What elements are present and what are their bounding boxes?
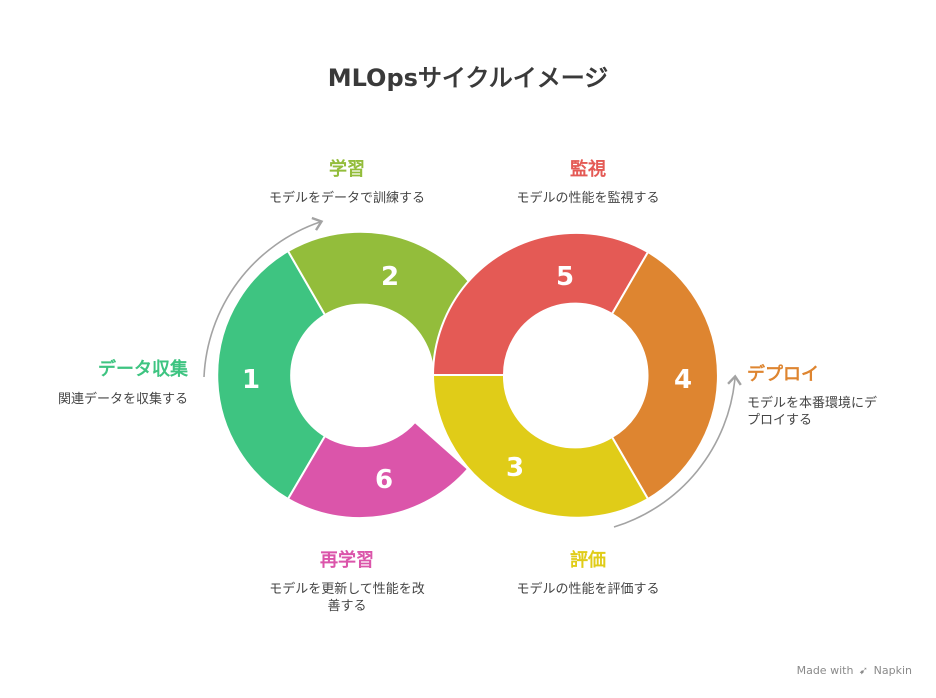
napkin-credit[interactable]: Made with ➹ Napkin	[797, 664, 912, 677]
step-number-5: 5	[556, 262, 574, 292]
made-with-text: Made with	[796, 664, 854, 677]
step-number-1: 1	[242, 365, 260, 395]
step-number-4: 4	[674, 365, 692, 395]
segment-3	[431, 374, 650, 519]
step-desc-data-collection: 関連データを収集する	[57, 392, 188, 407]
step-label-training: 学習	[329, 159, 365, 180]
step-desc-deploy-line2: プロイする	[747, 413, 813, 428]
flow-arrow-right-icon	[613, 374, 742, 528]
step-desc-monitoring: モデルの性能を監視する	[516, 191, 660, 206]
segment-4	[610, 250, 719, 501]
step-label-evaluation: 評価	[570, 550, 606, 571]
step-desc-training: モデルをデータで訓練する	[268, 191, 425, 206]
step-number-6: 6	[375, 465, 393, 495]
step-number-3: 3	[506, 453, 524, 483]
segment-6	[286, 420, 470, 520]
segment-1	[216, 249, 327, 501]
step-number-2: 2	[381, 262, 399, 292]
segment-5	[431, 231, 650, 376]
napkin-brand-text: Napkin	[873, 664, 912, 677]
diagram-title: MLOpsサイクルイメージ	[327, 64, 609, 92]
step-label-deploy: デプロイ	[747, 364, 819, 385]
napkin-logo-icon: ➹	[858, 664, 869, 677]
step-label-monitoring: 監視	[570, 159, 606, 180]
step-label-retraining: 再学習	[320, 550, 374, 571]
step-desc-retraining-line2: 善する	[327, 599, 367, 614]
step-desc-evaluation: モデルの性能を評価する	[516, 582, 660, 597]
step-desc-deploy-line1: モデルを本番環境にデ	[747, 396, 878, 411]
step-desc-retraining-line1: モデルを更新して性能を改	[269, 582, 425, 597]
flow-arrow-left-icon	[203, 216, 324, 378]
step-label-data-collection: データ収集	[98, 359, 188, 380]
